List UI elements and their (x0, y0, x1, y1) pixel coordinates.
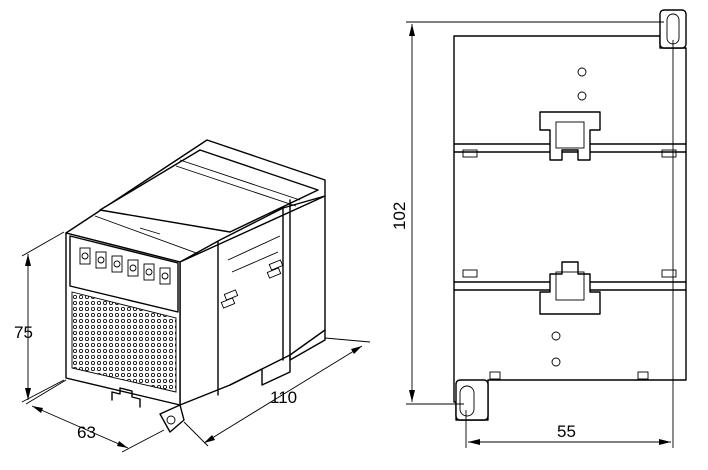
vent-grille (71, 291, 177, 393)
dimension-height-iso-label: 75 (14, 323, 33, 342)
dimension-width-side-label: 55 (557, 422, 576, 441)
dimension-height-side-label: 102 (390, 202, 409, 230)
top-cover (99, 149, 319, 233)
mounting-tab (159, 404, 185, 433)
upper-din-latch (539, 111, 601, 161)
terminal-block (69, 235, 179, 313)
din-clip (111, 387, 141, 408)
housing-right-face (179, 195, 326, 406)
dimension-height-iso: 75 (14, 231, 65, 403)
side-view: 102 55 (390, 9, 687, 448)
side-view-outline (453, 35, 687, 421)
bottom-slot (459, 385, 475, 417)
dimension-depth-iso: 110 (183, 337, 371, 447)
dimension-width-iso: 63 (25, 379, 165, 453)
isometric-view: 75 63 110 (14, 139, 371, 453)
terminal-screws (79, 247, 171, 285)
dimension-width-side: 55 (465, 40, 674, 448)
dimension-width-iso-label: 63 (77, 423, 96, 442)
dimension-depth-iso-label: 110 (270, 388, 297, 407)
dimension-height-side: 102 (390, 21, 664, 405)
mounting-hole (166, 415, 176, 425)
lower-din-latch (539, 261, 601, 315)
bottom-mounting-ear (455, 379, 489, 421)
